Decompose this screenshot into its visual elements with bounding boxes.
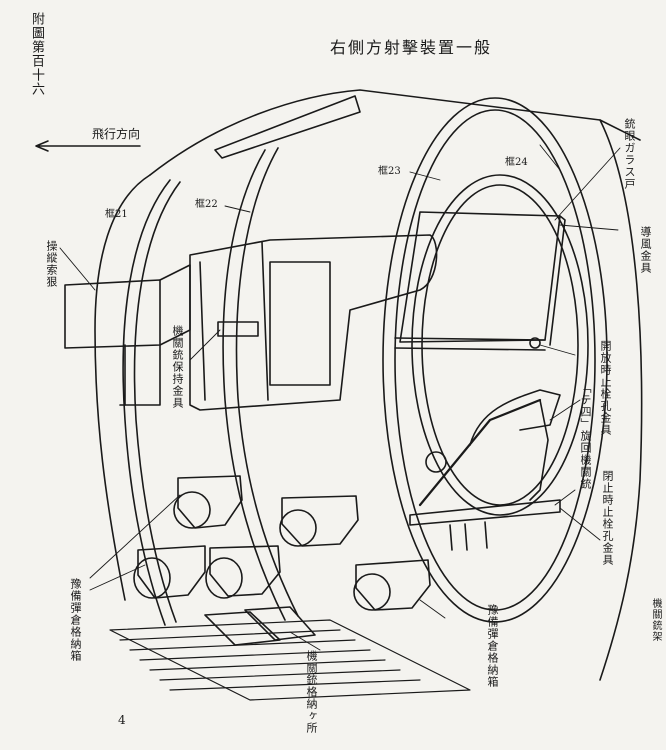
window-door — [399, 211, 561, 343]
mag-box-3 — [205, 545, 281, 599]
close-stop-label: 閉止時止栓孔金具 — [601, 470, 614, 566]
spare-mag-right-label: 豫備彈倉格納箱 — [486, 604, 499, 688]
figure-number: 附圖第百十六 — [29, 12, 44, 96]
gun-storage-label: 機關銃格納ヶ所 — [305, 650, 318, 734]
frame-22-label: 框22 — [195, 199, 218, 210]
stop-rail — [394, 337, 546, 351]
gun-holder-box — [189, 234, 438, 411]
mag-box-1 — [173, 475, 243, 529]
window-label: 銃眼ガラス戸 — [623, 118, 636, 190]
frame-21 — [122, 179, 171, 626]
gun-barrel — [418, 398, 542, 507]
gun-holder-label: 機關銃保持金具 — [171, 325, 184, 409]
page-mark: 4 — [118, 713, 126, 727]
figure-title: 右側方射擊裝置一般 — [330, 38, 493, 57]
holder-fitting — [217, 321, 259, 337]
guide-fitting-label: 導風金具 — [639, 226, 652, 274]
gun-storage — [204, 606, 316, 646]
floor — [109, 619, 471, 701]
roof-stringer — [214, 95, 361, 159]
frame-22 — [222, 149, 286, 621]
spare-mag-left-label: 豫備彈倉格納箱 — [69, 578, 82, 662]
mag-box-2 — [133, 545, 206, 599]
mag-box-5 — [353, 559, 431, 611]
frame-23-label: 框23 — [378, 166, 401, 177]
frame-24-label: 框24 — [505, 157, 528, 168]
control-cable-duct — [64, 279, 161, 349]
gun-sight — [425, 451, 447, 473]
gun-name-label: 「テ四」旋回機關銃 — [579, 382, 592, 490]
control-cable-label: 操縱索狠 — [45, 240, 58, 288]
mag-box-4 — [279, 495, 359, 547]
flight-arrow — [35, 140, 141, 152]
right-hull — [599, 119, 643, 681]
roof-line — [149, 89, 641, 176]
gun-mount — [409, 499, 561, 526]
frame-23 — [382, 97, 608, 623]
open-stop-label: 開放時止栓孔金具 — [599, 340, 612, 436]
flight-direction-label: 飛行方向 — [92, 127, 141, 141]
left-hull — [94, 174, 151, 601]
frame-24 — [411, 174, 589, 516]
gun-mount-label: 機關銃架 — [650, 598, 661, 642]
frame-21-label: 框21 — [105, 209, 128, 220]
